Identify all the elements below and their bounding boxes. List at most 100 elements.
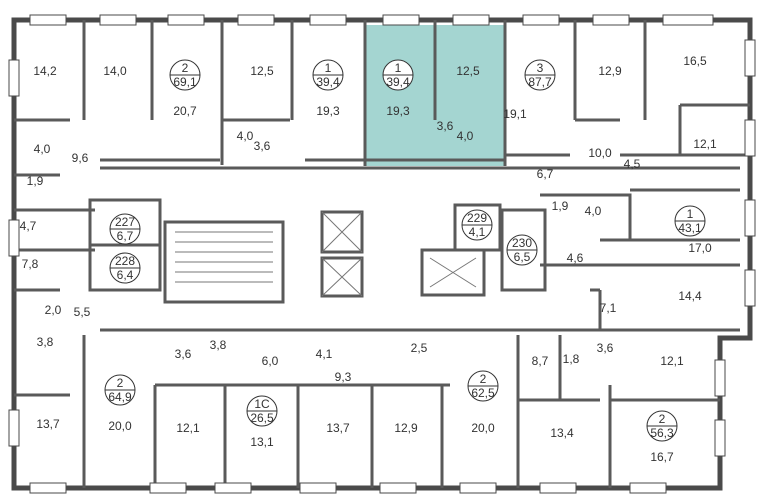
apartment-badge[interactable]: 139,4 — [382, 59, 414, 91]
badge-area: 6,4 — [117, 268, 134, 282]
room-area-label: 4,1 — [316, 347, 333, 361]
room-area-label: 5,5 — [74, 305, 91, 319]
room-area-label: 19,3 — [316, 104, 340, 118]
room-area-label: 3,6 — [437, 119, 454, 133]
apartment-badge[interactable]: 264,9 — [104, 374, 136, 406]
room-area-label: 4,0 — [457, 129, 474, 143]
elevator-2-cross — [321, 257, 363, 297]
room-area-label: 16,7 — [650, 450, 674, 464]
room-area-label: 19,1 — [503, 107, 527, 121]
room-area-label: 9,6 — [72, 151, 89, 165]
elevator-3 — [420, 248, 486, 297]
room-area-label: 14,2 — [33, 64, 57, 78]
room-area-label: 4,7 — [20, 219, 37, 233]
room-area-label: 1,8 — [563, 352, 580, 366]
room-area-label: 13,4 — [550, 426, 574, 440]
room-area-label: 4,0 — [34, 142, 51, 156]
apartment-badge[interactable]: 256,3 — [646, 410, 678, 442]
storage-walls — [88, 198, 547, 292]
room-area-label: 12,9 — [394, 421, 418, 435]
badge-rooms: 2 — [117, 376, 124, 390]
room-area-label: 7,8 — [22, 257, 39, 271]
apartment-badge[interactable]: 262,5 — [467, 370, 499, 402]
badge-area: 69,1 — [173, 75, 197, 89]
room-area-label: 1,9 — [552, 199, 569, 213]
apartment-badge[interactable]: 139,4 — [312, 59, 344, 91]
room-area-label: 14,4 — [678, 289, 702, 303]
room-area-label: 9,3 — [335, 370, 352, 384]
badge-area: 87,7 — [528, 75, 552, 89]
badge-rooms: 2 — [659, 412, 666, 426]
room-area-label: 6,7 — [537, 167, 554, 181]
room-area-label: 12,1 — [660, 354, 684, 368]
badge-area: 4,1 — [469, 225, 486, 239]
room-area-label: 20,7 — [173, 104, 197, 118]
room-area-label: 13,1 — [250, 435, 274, 449]
room-area-label: 1,9 — [27, 174, 44, 188]
room-area-label: 3,6 — [254, 139, 271, 153]
apartment-badge[interactable]: 143,1 — [674, 205, 706, 237]
badge-rooms: 1 — [687, 207, 694, 221]
badge-rooms: 3 — [537, 61, 544, 75]
bottom-partitions — [82, 335, 612, 488]
left-inner-walls — [14, 173, 95, 292]
room-area-label: 6,0 — [262, 354, 279, 368]
badge-rooms: 227 — [115, 215, 135, 229]
apartment-badge[interactable]: 387,7 — [524, 59, 556, 91]
room-area-label: 17,0 — [688, 241, 712, 255]
bottom-inner-walls — [14, 335, 720, 402]
badge-area: 6,5 — [514, 250, 531, 264]
elevator-3-cross — [429, 257, 477, 288]
elevator-1 — [320, 210, 364, 254]
room-area-label: 19,3 — [386, 104, 410, 118]
room-area-label: 4,0 — [585, 204, 602, 218]
badge-rooms: 1 — [395, 61, 402, 75]
room-area-label: 3,6 — [597, 341, 614, 355]
badge-rooms: 1 — [325, 61, 332, 75]
room-area-label: 12,5 — [456, 64, 480, 78]
badge-rooms: 2 — [480, 372, 487, 386]
badge-area: 6,7 — [117, 229, 134, 243]
room-area-label: 16,5 — [683, 54, 707, 68]
outer-wall — [11, 17, 753, 491]
badge-area: 39,4 — [386, 75, 410, 89]
room-area-label: 14,0 — [103, 64, 127, 78]
top-partitions — [82, 20, 647, 166]
windows — [8, 14, 756, 494]
right-inner-walls — [540, 188, 740, 330]
room-area-label: 12,1 — [693, 137, 717, 151]
room-area-label: 4,6 — [567, 251, 584, 265]
room-area-label: 10,0 — [588, 146, 612, 160]
badge-area: 56,3 — [650, 426, 674, 440]
room-area-label: 13,7 — [326, 421, 350, 435]
room-area-label: 3,8 — [210, 338, 227, 352]
badge-area: 64,9 — [108, 390, 132, 404]
apartment-badge[interactable]: 269,1 — [169, 59, 201, 91]
room-area-label: 3,8 — [37, 335, 54, 349]
room-area-label: 13,7 — [36, 417, 60, 431]
room-area-label: 4,0 — [237, 129, 254, 143]
room-area-label: 7,1 — [600, 301, 617, 315]
badge-rooms: 230 — [512, 236, 532, 250]
badge-rooms: 2 — [182, 61, 189, 75]
stair-core — [163, 220, 285, 304]
badge-rooms: 229 — [467, 211, 487, 225]
badge-area: 43,1 — [678, 221, 702, 235]
badge-area: 62,5 — [471, 386, 495, 400]
room-area-label: 12,5 — [250, 64, 274, 78]
room-area-label: 12,1 — [176, 421, 200, 435]
badge-area: 26,5 — [250, 411, 274, 425]
top-inner-walls — [14, 103, 750, 162]
badge-area: 39,4 — [316, 75, 340, 89]
badge-rooms: 1C — [254, 397, 270, 411]
elevator-2 — [320, 256, 364, 298]
room-area-label: 3,6 — [175, 347, 192, 361]
